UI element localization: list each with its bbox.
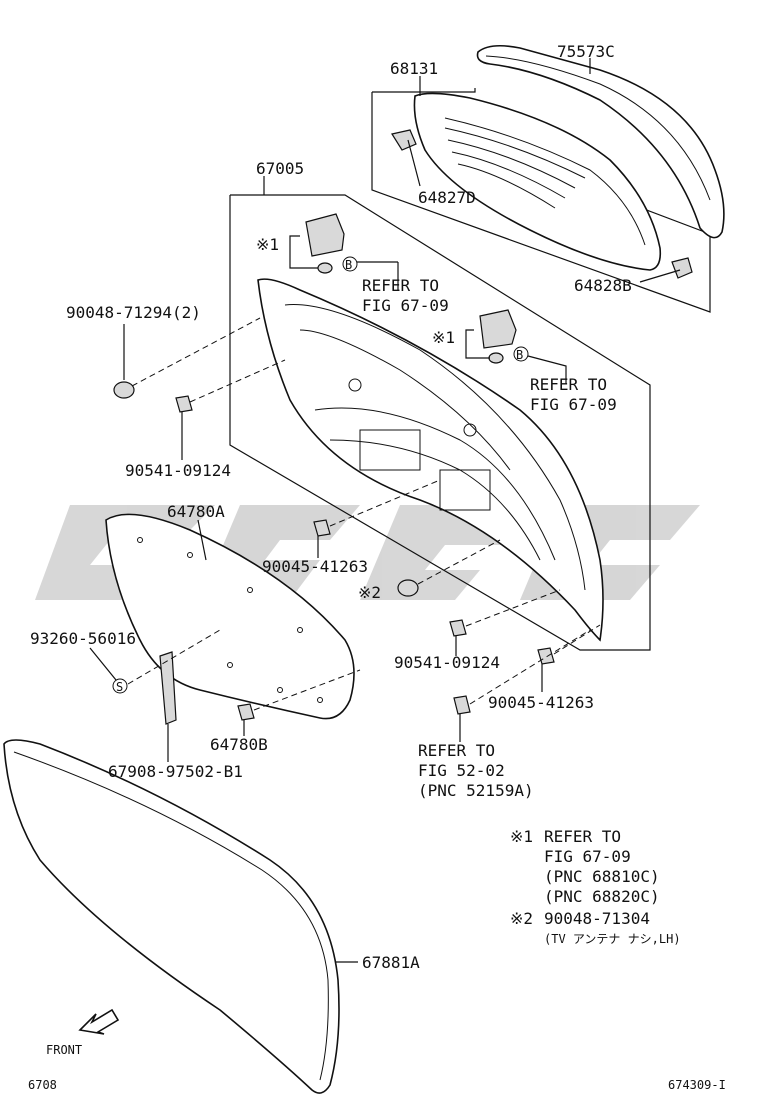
label-9054109124b: 90541-09124 — [394, 653, 500, 672]
label-9004871294: 90048-71294(2) — [66, 303, 201, 322]
clip-52159a — [453, 695, 471, 715]
ref1-line2: FIG 67-09 — [362, 296, 449, 315]
callout-b-left — [342, 256, 358, 272]
ref3-line1: REFER TO — [418, 741, 495, 760]
back-door-panel — [257, 278, 604, 642]
note1-line2: FIG 67-09 — [544, 847, 631, 866]
dash-screw — [127, 629, 221, 685]
mark-note1-right: ※1 — [432, 328, 455, 347]
note2-line2: (TV アンテナ ナシ,LH) — [544, 932, 681, 946]
page-code: 6708 — [28, 1078, 57, 1092]
label-64827d: 64827D — [418, 188, 476, 207]
label-9054109124a: 90541-09124 — [125, 461, 231, 480]
label-68131: 68131 — [390, 59, 438, 78]
mark-note2: ※2 — [358, 583, 381, 602]
label-67005: 67005 — [256, 159, 304, 178]
clip-9054109124-lower — [449, 619, 467, 637]
front-label: FRONT — [46, 1043, 82, 1057]
note2-mark: ※2 — [510, 909, 533, 928]
front-arrow-icon — [78, 1008, 120, 1035]
group-frame-glass-edge — [371, 92, 711, 313]
clip-64827d — [391, 129, 421, 187]
label-64780a: 64780A — [167, 502, 225, 521]
label-75573c: 75573C — [557, 42, 615, 61]
weatherstrip-upper — [476, 44, 725, 239]
figure-code: 674309-I — [668, 1078, 726, 1092]
weatherstrip-lower — [3, 739, 340, 1094]
callout-b-right-text: B — [516, 348, 523, 362]
leader-64780a — [197, 519, 207, 561]
plug-9004871294 — [113, 381, 135, 399]
clip-64828b — [639, 257, 693, 283]
note1-mark: ※1 — [510, 827, 533, 846]
callout-b-right — [513, 346, 529, 362]
dash-plug — [131, 317, 261, 387]
back-glass — [413, 92, 662, 271]
dash-plug-note2 — [417, 539, 501, 585]
leader-b-right — [527, 355, 567, 384]
label-64780b: 64780B — [210, 735, 268, 754]
label-64828b: 64828B — [574, 276, 632, 295]
callout-b-left-text: B — [345, 258, 352, 272]
clip-9054109124-upper — [175, 395, 193, 413]
mark-note1-left: ※1 — [256, 235, 279, 254]
hinge-right — [465, 309, 517, 364]
clip-64780b — [237, 703, 255, 721]
note1-line3: (PNC 68810C) — [544, 867, 660, 886]
clip-9004541263-lower — [537, 647, 555, 665]
ref2-line2: FIG 67-09 — [530, 395, 617, 414]
dash-clip-52159a — [469, 629, 591, 705]
hinge-left — [289, 213, 345, 274]
label-67881a: 67881A — [362, 953, 420, 972]
group-frame-door — [229, 194, 651, 651]
callout-s — [112, 678, 128, 694]
note2-line1: 90048-71304 — [544, 909, 650, 928]
ref3-line3: (PNC 52159A) — [418, 781, 534, 800]
leader-9326056016 — [89, 647, 117, 681]
label-9004541263a: 90045-41263 — [262, 557, 368, 576]
note1-line1: REFER TO — [544, 827, 621, 846]
pull-strap — [159, 651, 177, 725]
label-9004541263b: 90045-41263 — [488, 693, 594, 712]
plug-note2 — [397, 579, 419, 597]
ref2-line1: REFER TO — [530, 375, 607, 394]
group-frame-glass — [372, 88, 476, 93]
ref1-line1: REFER TO — [362, 276, 439, 295]
callout-s-text: S — [116, 680, 123, 694]
dash-clip-lower — [465, 589, 561, 627]
dash-clip-lower-b — [553, 624, 601, 655]
ref3-line2: FIG 52-02 — [418, 761, 505, 780]
label-6790897502: 67908-97502-B1 — [108, 762, 243, 781]
dash-clip-64780b — [253, 669, 361, 711]
note1-line4: (PNC 68820C) — [544, 887, 660, 906]
dash-clip-upper — [189, 359, 286, 403]
clip-9004541263-upper — [313, 519, 331, 537]
label-9326056016: 93260-56016 — [30, 629, 136, 648]
